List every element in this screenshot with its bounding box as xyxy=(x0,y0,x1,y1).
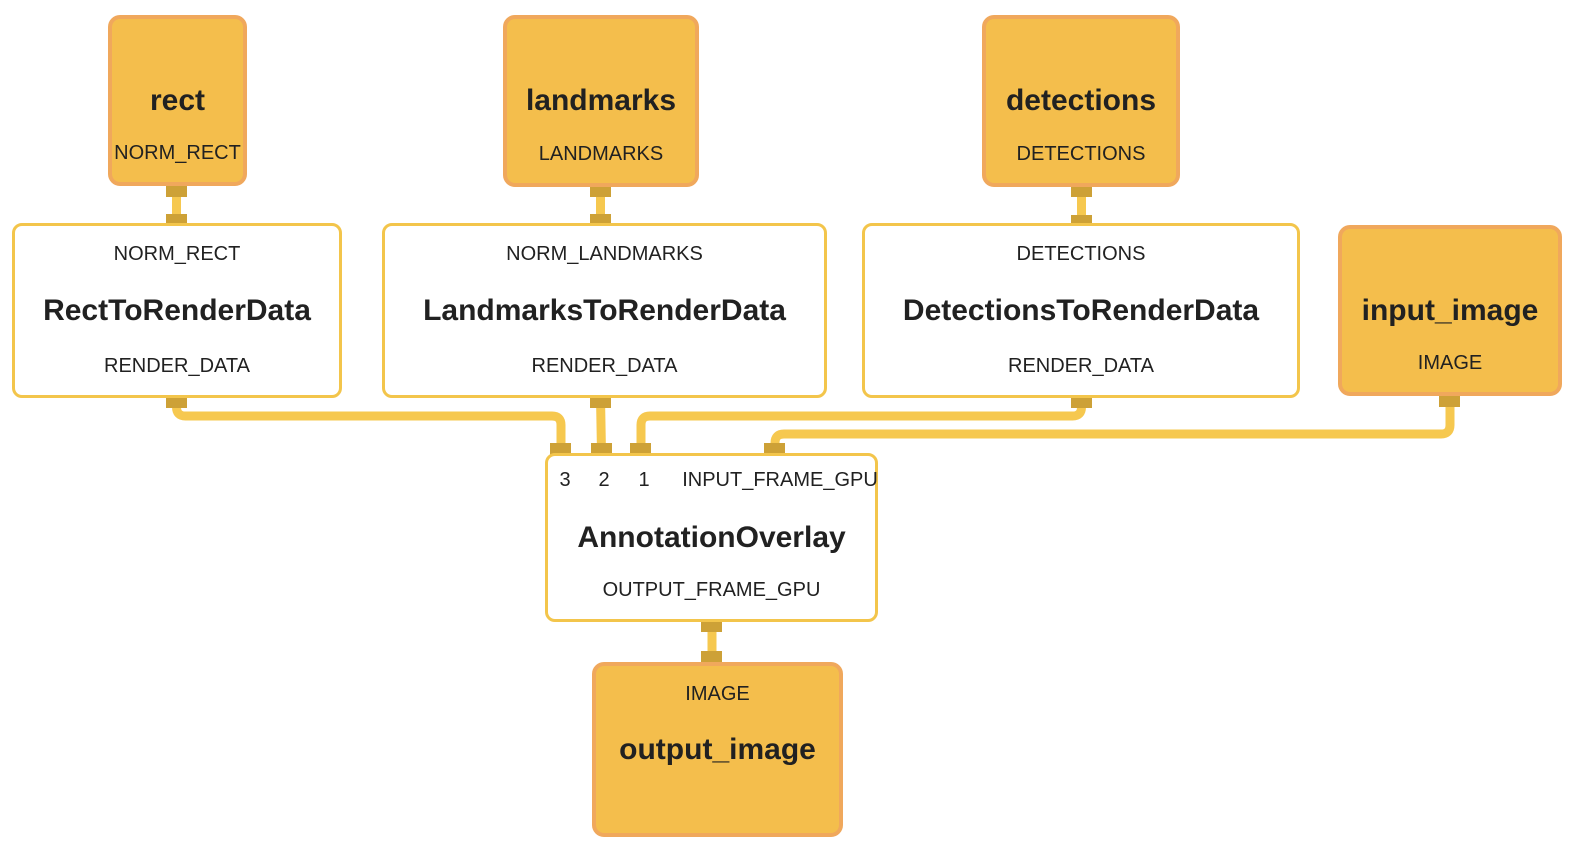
node-title: LandmarksToRenderData xyxy=(423,293,786,327)
edge-inputimage-to-annotationoverlay-gpu xyxy=(770,396,1455,453)
input-port-label: IMAGE xyxy=(685,683,750,705)
output-port-label: IMAGE xyxy=(1417,352,1483,374)
node-annotation-overlay[interactable]: 3 2 1 INPUT_FRAME_GPU AnnotationOverlay … xyxy=(545,453,878,622)
edge-rectrenderdata-to-annotationoverlay-3 xyxy=(172,397,566,453)
node-title: input_image xyxy=(1361,293,1539,327)
node-output-image[interactable]: IMAGE output_image xyxy=(592,662,843,837)
node-rect-to-render-data[interactable]: NORM_RECT RectToRenderData RENDER_DATA xyxy=(12,223,342,398)
node-title: output_image xyxy=(619,732,816,766)
node-title: DetectionsToRenderData xyxy=(902,293,1260,327)
input-port-label: NORM_LANDMARKS xyxy=(506,243,703,265)
node-input-image[interactable]: input_image IMAGE xyxy=(1338,225,1562,396)
output-port-label: RENDER_DATA xyxy=(1008,355,1154,377)
input-port-label: DETECTIONS xyxy=(1016,243,1146,265)
input-port-label-3: 3 xyxy=(559,469,571,491)
output-port-label: NORM_RECT xyxy=(114,142,241,164)
node-detections-to-render-data[interactable]: DETECTIONS DetectionsToRenderData RENDER… xyxy=(862,223,1300,398)
input-port-label-input-frame-gpu: INPUT_FRAME_GPU xyxy=(682,469,878,491)
output-port-label: RENDER_DATA xyxy=(104,355,250,377)
input-port-label: NORM_RECT xyxy=(113,243,241,265)
node-title: landmarks xyxy=(525,84,677,117)
node-title: RectToRenderData xyxy=(43,293,311,327)
node-rect[interactable]: rect NORM_RECT xyxy=(108,15,247,186)
input-port-label-2: 2 xyxy=(598,469,610,491)
node-landmarks-to-render-data[interactable]: NORM_LANDMARKS LandmarksToRenderData REN… xyxy=(382,223,827,398)
node-title: AnnotationOverlay xyxy=(577,520,846,554)
output-port-label: RENDER_DATA xyxy=(531,355,678,377)
edge-detectionsrenderdata-to-annotationoverlay-1 xyxy=(636,397,1086,453)
node-title: detections xyxy=(1005,84,1157,117)
output-port-label: LANDMARKS xyxy=(538,143,664,165)
output-port-label: OUTPUT_FRAME_GPU xyxy=(602,579,821,601)
node-detections[interactable]: detections DETECTIONS xyxy=(982,15,1180,187)
node-landmarks[interactable]: landmarks LANDMARKS xyxy=(503,15,699,187)
input-port-label-1: 1 xyxy=(638,469,650,491)
node-title: rect xyxy=(149,83,206,117)
output-port-label: DETECTIONS xyxy=(1016,143,1146,165)
